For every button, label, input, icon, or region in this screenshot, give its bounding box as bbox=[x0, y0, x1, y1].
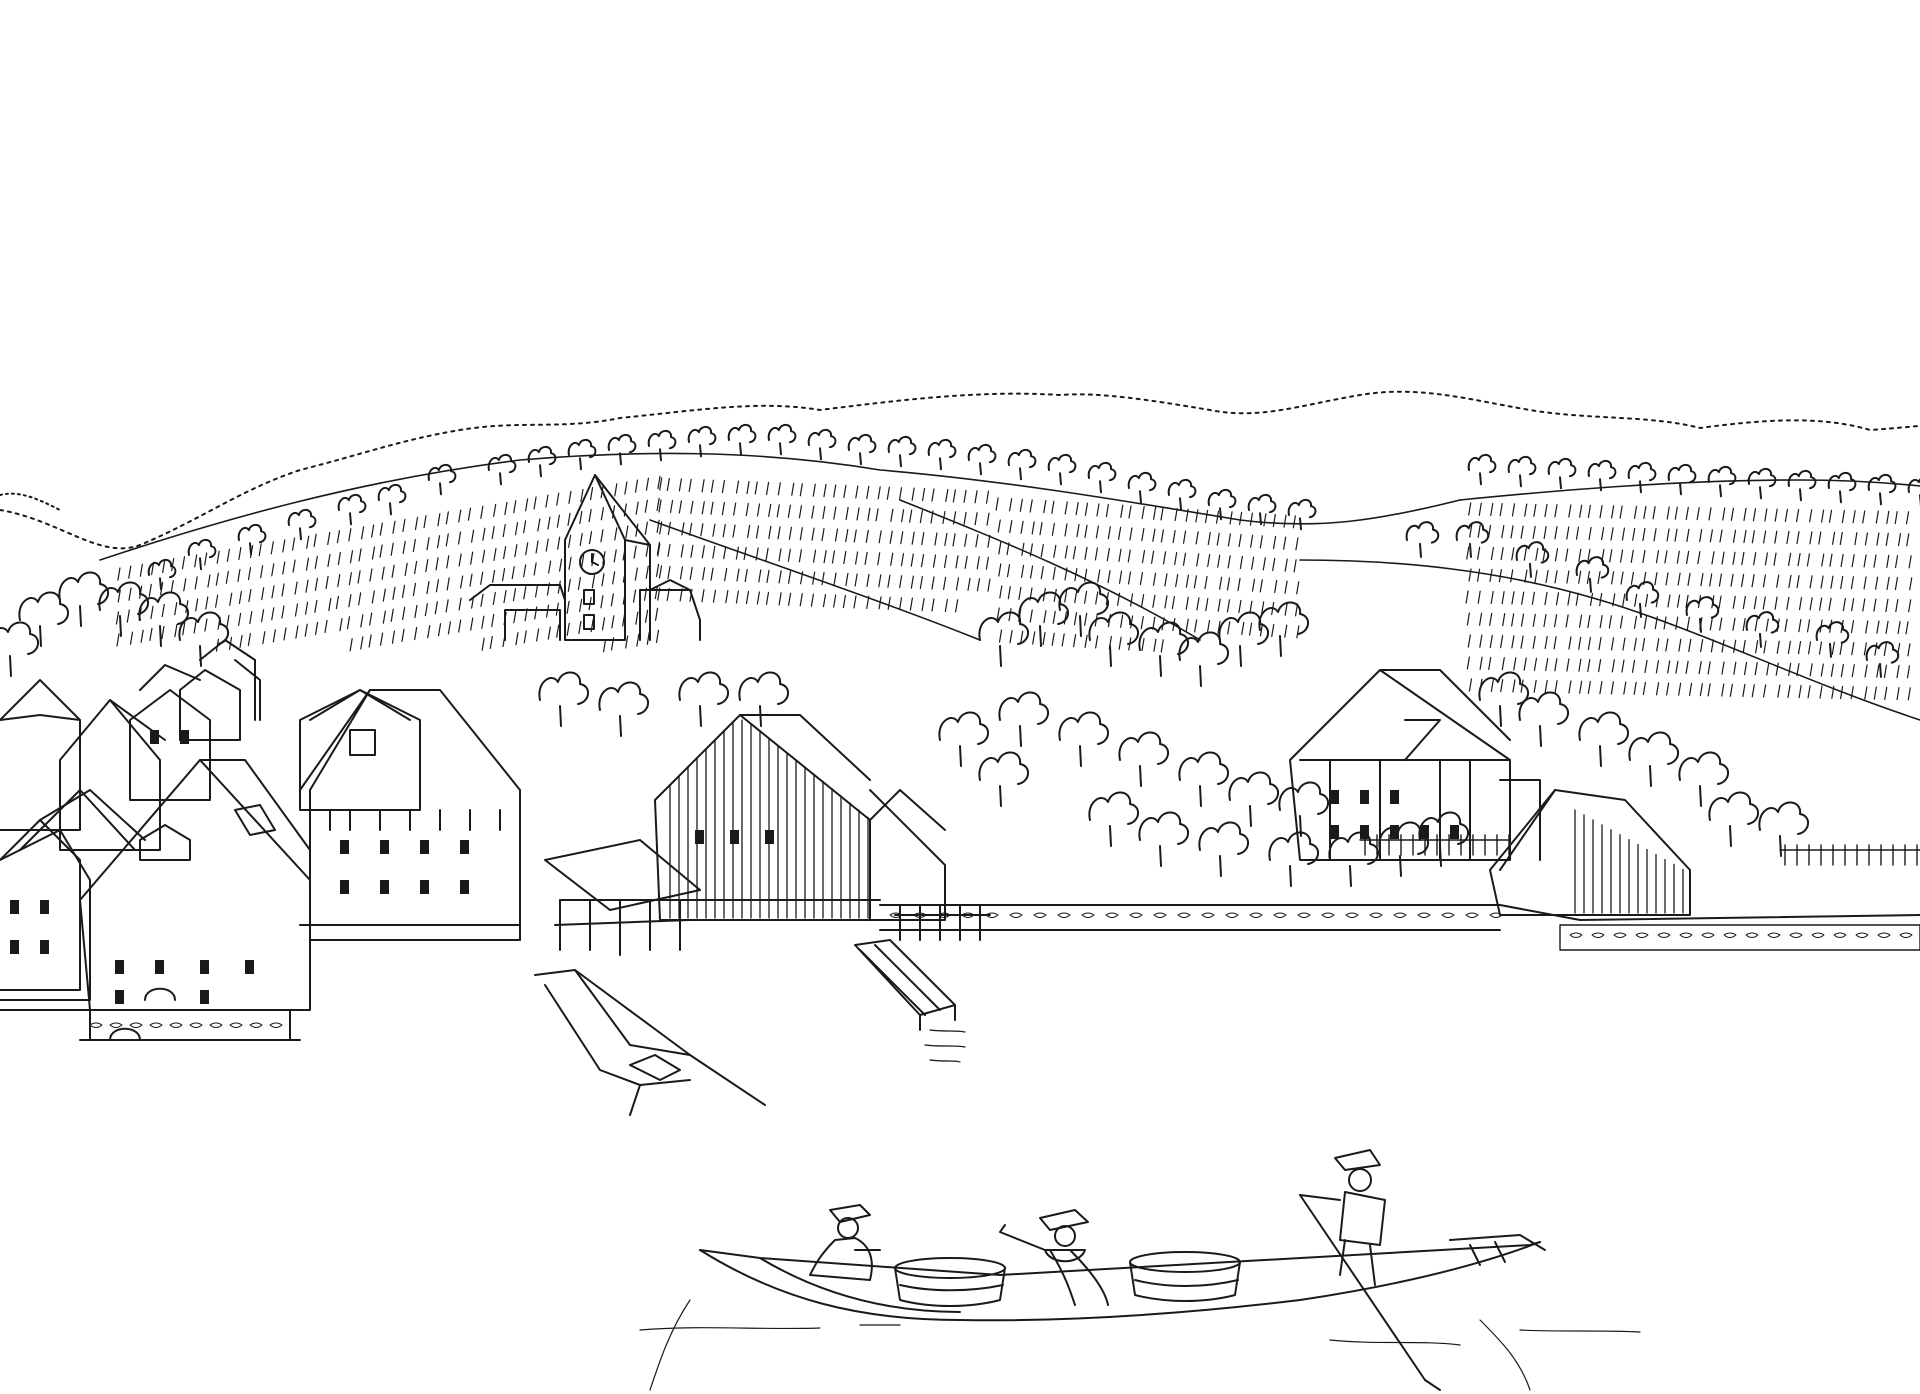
rower-middle bbox=[999, 1209, 1109, 1306]
ridge-trees bbox=[147, 423, 1920, 678]
trellis bbox=[544, 839, 991, 956]
rowing-boat bbox=[699, 1234, 1546, 1322]
wall-stones bbox=[89, 912, 1913, 1028]
orchard-trees bbox=[0, 571, 1809, 887]
lake-waves bbox=[639, 1299, 1641, 1391]
picket-fence bbox=[1359, 834, 1920, 866]
vineyard-rows bbox=[115, 475, 1913, 701]
moored-boat bbox=[534, 969, 766, 1116]
barrel-right bbox=[1129, 1251, 1241, 1302]
water-ripples bbox=[924, 1029, 966, 1063]
house-windows bbox=[10, 730, 1459, 1004]
barn-planks bbox=[669, 719, 1684, 919]
vineyard-hillside bbox=[99, 452, 1920, 721]
boatman-standing bbox=[1299, 1149, 1386, 1286]
oar-pole bbox=[1299, 1194, 1441, 1391]
village-houses bbox=[0, 639, 521, 1041]
barrel-left bbox=[894, 1257, 1006, 1307]
distant-mountains bbox=[0, 390, 1920, 550]
shore-barn bbox=[1489, 789, 1691, 916]
shoreline-walls bbox=[0, 899, 1920, 1001]
church-tower bbox=[469, 474, 701, 641]
half-timbered-house bbox=[1289, 669, 1541, 861]
rower-left bbox=[809, 1204, 881, 1281]
wooden-dock bbox=[854, 939, 956, 1031]
